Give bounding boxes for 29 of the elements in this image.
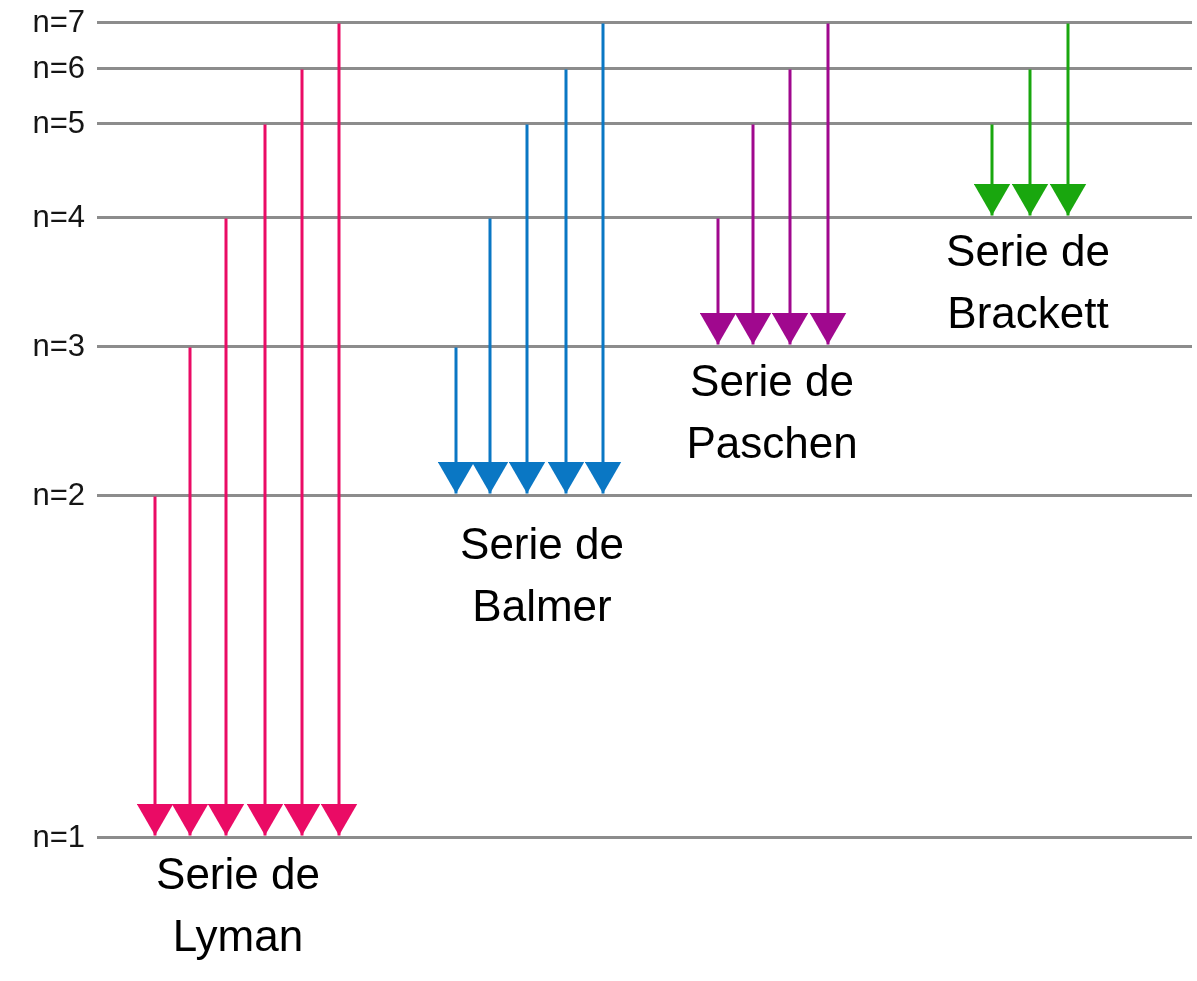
transition-arrow: [246, 124, 284, 836]
transition-arrow: [283, 69, 321, 836]
level-label: n=3: [32, 328, 85, 364]
transition-arrow: [734, 124, 772, 345]
transition-arrow: [547, 69, 585, 494]
transition-arrow: [508, 124, 546, 494]
transition-arrow: [437, 347, 475, 494]
transition-arrow: [699, 218, 737, 345]
level-label: n=1: [32, 819, 85, 855]
transition-arrow: [207, 218, 245, 836]
level-label: n=7: [32, 4, 85, 40]
transition-arrow: [171, 347, 209, 836]
series-label: Serie de Paschen: [685, 355, 859, 469]
transition-arrow: [136, 496, 174, 836]
series-label: Serie de Brackett: [945, 225, 1111, 339]
transition-arrow: [471, 218, 509, 494]
transition-arrow: [584, 23, 622, 494]
level-label: n=4: [32, 199, 85, 235]
transition-arrow: [320, 23, 358, 836]
level-label: n=6: [32, 50, 85, 86]
series-label: Serie de Balmer: [459, 518, 625, 632]
transition-arrow: [771, 69, 809, 345]
level-label: n=5: [32, 105, 85, 141]
transition-arrow: [1049, 23, 1087, 216]
level-label: n=2: [32, 477, 85, 513]
transition-arrow: [809, 23, 847, 345]
series-label: Serie de Lyman: [155, 848, 321, 962]
transition-arrow: [1011, 69, 1049, 216]
transition-arrow: [973, 124, 1011, 216]
